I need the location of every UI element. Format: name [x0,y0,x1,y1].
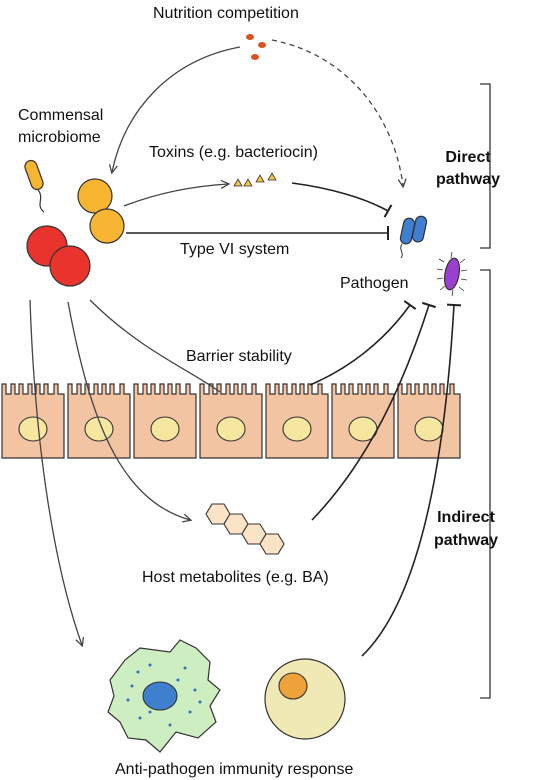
epithelial-cell [1,383,65,459]
rod-bacterium-icon [24,159,45,213]
direct-pathway-label-line2: pathway [436,171,500,188]
barrier-stability-label: Barrier stability [186,348,292,365]
toxins-label: Toxins (e.g. bacteriocin) [149,144,318,161]
epithelial-cell [331,383,395,459]
type-vi-label: Type VI system [180,241,289,258]
commensal-to-toxins-arrow [123,184,228,207]
commensal-label-line2: microbiome [18,129,101,146]
nutrition-to-pathogen-arrow [271,39,403,186]
epithelial-cell [397,383,461,459]
immune-cell-icon [264,658,346,740]
metabolites-inhibit-pathogen [311,301,436,521]
direct-pathway-label-line1: Direct [445,149,491,166]
indirect-pathway-bracket [480,269,491,699]
epithelial-cell [133,383,197,459]
commensal-label-line1: Commensal [18,107,103,124]
epithelial-cell [265,383,329,459]
toxin-particles-icon [233,172,277,187]
epithelial-cell [199,383,263,459]
commensal-to-metabolites-arrow [67,301,190,520]
nutrition-competition-label: Nutrition competition [153,5,299,22]
macrophage-icon [107,639,221,753]
nutrition-to-commensal-arrow [112,46,241,172]
purple-pathogen-icon [436,251,468,297]
toxins-inhibit-pathogen [291,182,393,218]
epithelial-barrier [1,383,461,459]
immunity-inhibit-pathogen [361,303,462,657]
direct-pathway-bracket [480,83,491,249]
commensal-to-immunity-arrow [29,299,82,645]
red-bacteria-icon [26,225,91,287]
indirect-pathway-label-line2: pathway [434,532,498,549]
blue-pathogen-icon [399,215,428,259]
host-metabolites-label: Host metabolites (e.g. BA) [142,569,329,586]
pathogen-label: Pathogen [340,275,409,292]
immunity-response-label: Anti-pathogen immunity response [115,761,353,778]
indirect-pathway-label-line1: Indirect [437,509,495,526]
metabolite-hexagons-icon [205,503,285,555]
barrier-inhibit-pathogen [309,300,417,386]
nutrient-particles-icon [246,34,266,60]
yellow-bacteria-icon [77,178,125,244]
commensal-to-barrier-arrow [89,299,221,393]
